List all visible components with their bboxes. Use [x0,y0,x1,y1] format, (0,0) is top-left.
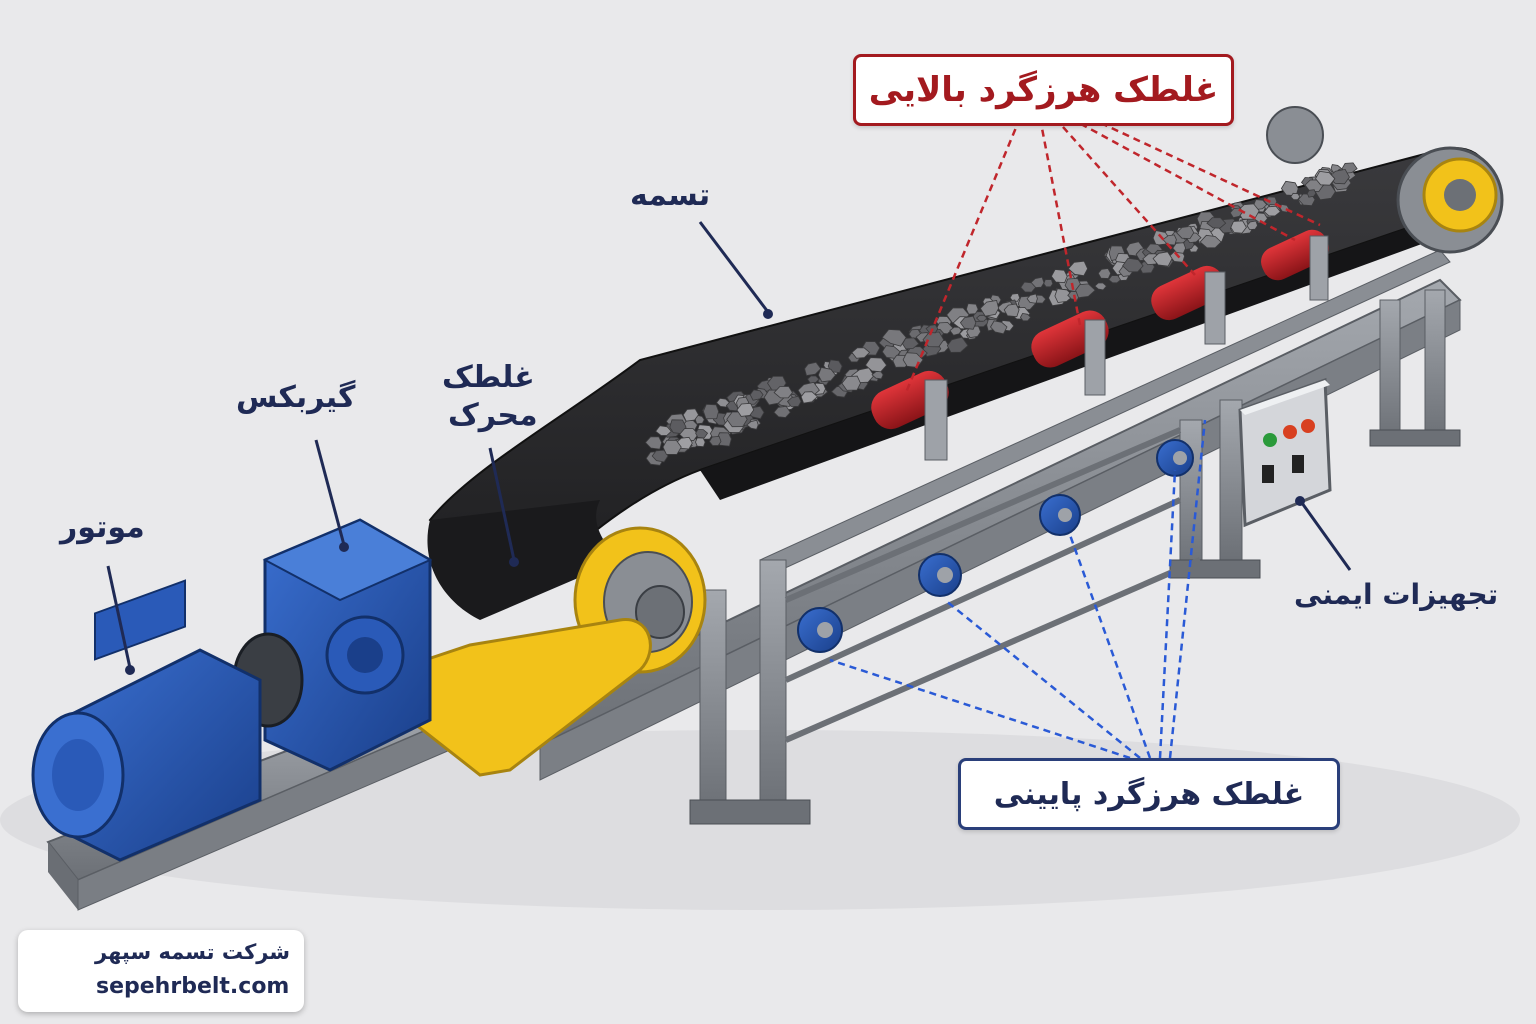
upper-idler-roller [1031,310,1109,396]
rock [1290,192,1301,201]
rock [976,314,988,322]
lower-idler-pointers [829,419,1207,760]
rock [773,405,791,418]
rock [715,397,731,408]
rock [1108,275,1122,284]
rock [708,435,722,446]
rock [773,386,793,399]
gearbox-label: گیربکس [236,380,356,415]
rock [1003,303,1020,318]
rock [881,329,907,347]
rock [644,436,663,450]
rock [1094,282,1107,291]
brand-name: شرکت تسمه سپهر [95,940,290,964]
motor-label: موتور [60,510,145,545]
rock [1020,281,1037,293]
rock [1206,217,1227,229]
rock [902,337,920,350]
rock [1122,257,1144,273]
rock [655,425,672,436]
rock [864,357,888,373]
upper-idler-label: غلطک هرزگرد بالایی [853,54,1234,126]
rock [736,402,755,417]
rock [990,320,1008,335]
brand-url: sepehrbelt.com [96,974,290,999]
upper-idler-roller [1261,229,1329,301]
upper-idlers [871,229,1329,461]
electric-motor [31,579,262,862]
rock [1246,220,1258,231]
rock [702,403,720,420]
rock [695,437,706,448]
rock [946,336,969,353]
drive-pulley-label-line2: محرک [448,398,538,433]
rock [807,375,820,384]
tail-pulley [1266,106,1504,254]
rock [651,449,669,463]
rock [1199,234,1222,249]
rock [817,367,837,383]
rock [979,300,1000,317]
rock [804,361,822,376]
rock [1019,312,1032,322]
safety-equipment-label: تجهیزات ایمنی [1294,578,1499,611]
rock [786,395,802,407]
lower-idler-roller [918,553,962,597]
rock [682,408,699,422]
rock [1075,283,1096,299]
material-rocks [644,162,1358,466]
rock [949,326,962,336]
rock [1315,170,1336,186]
rock [959,315,977,330]
upper-idler-roller [871,370,949,461]
rock [746,419,759,430]
rock [1043,279,1054,288]
lower-idler-roller [1039,494,1081,536]
rock [800,391,818,404]
rock [1230,220,1247,234]
rock [922,331,945,348]
rock [851,347,871,359]
rock [1263,205,1281,217]
rock [965,303,979,315]
rock [1050,269,1068,284]
rock [662,439,682,455]
lower-idler-label: غلطک هرزگرد پایینی [958,758,1340,830]
gearbox [232,518,433,772]
leader-lines [106,221,1352,675]
rock [841,375,861,391]
rock [1067,260,1089,277]
lower-idler-roller [797,607,843,653]
rock [1172,242,1187,254]
rock [1306,189,1317,198]
safety-control-panel [1238,377,1332,528]
lower-idlers [797,439,1194,653]
rock [827,359,843,373]
conveyor-frame [518,249,1462,825]
rock [1176,225,1195,240]
rock [749,389,764,401]
rock [1009,293,1021,302]
coupling-guard [408,618,652,777]
lower-idler-roller [1156,439,1194,477]
rock [1026,293,1038,304]
belt-label: تسمه [630,178,711,213]
upper-idler-roller [1151,265,1226,345]
rock [1097,268,1112,279]
rock [1152,251,1173,267]
rock [695,429,709,439]
brand-badge: شرکت تسمه سپهر sepehrbelt.com [18,930,304,1012]
drive-pulley-label-line1: غلطک [442,360,535,395]
upper-idler-pointers [903,116,1321,396]
